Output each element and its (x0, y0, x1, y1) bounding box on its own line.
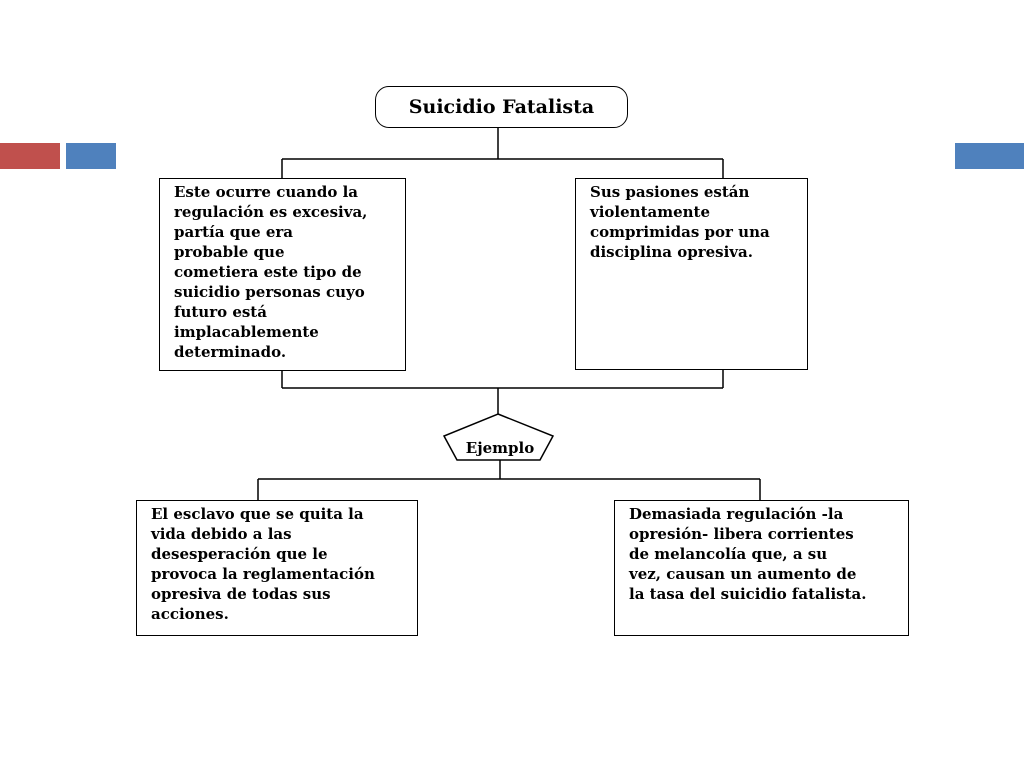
title-box: Suicidio Fatalista (375, 86, 628, 128)
right-example-box: Demasiada regulación -la opresión- liber… (614, 500, 909, 636)
accent-bar-blue-left (66, 143, 116, 169)
example-label: Ejemplo (465, 439, 535, 457)
left-definition-box: Este ocurre cuando la regulación es exce… (159, 178, 406, 371)
example-pentagon (442, 413, 555, 461)
left-example-box: El esclavo que se quita la vida debido a… (136, 500, 418, 636)
right-definition-box: Sus pasiones están violentamente comprim… (575, 178, 808, 370)
accent-bar-red (0, 143, 60, 169)
accent-bar-blue-right (955, 143, 1024, 169)
diagram-title: Suicidio Fatalista (408, 96, 595, 118)
